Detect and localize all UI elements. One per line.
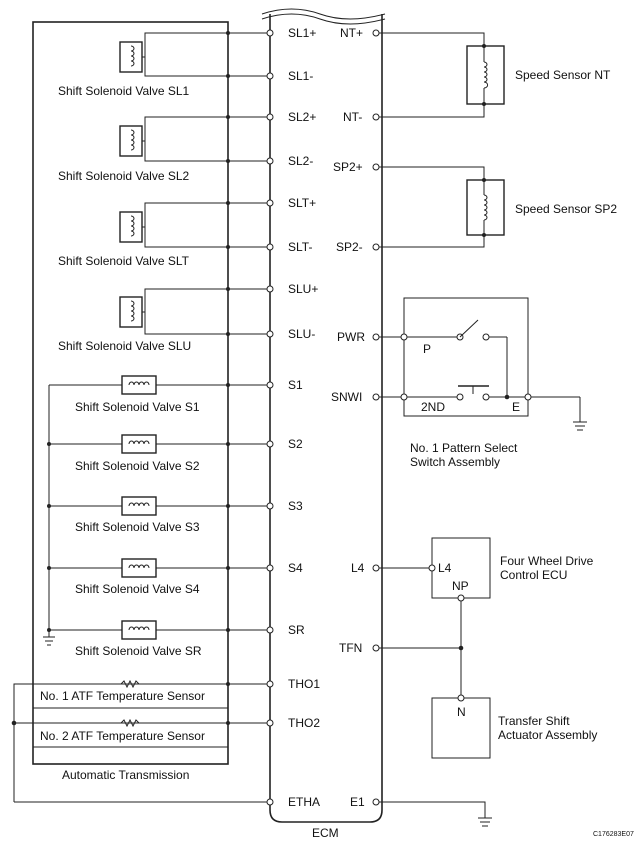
solenoid-s3 — [47, 496, 270, 516]
solenoid-s1 — [49, 375, 270, 395]
label-four-wd-ecu-1: Four Wheel Drive — [500, 554, 594, 568]
pin-slt-minus: SLT- — [288, 240, 312, 254]
switch-terminal-2nd: 2ND — [421, 400, 445, 414]
pin-l4: L4 — [351, 561, 365, 575]
ground-symbol-left — [43, 636, 55, 646]
label-solenoid-sr: Shift Solenoid Valve SR — [75, 644, 202, 658]
atf-temp-sensor-2 — [11, 718, 270, 748]
pin-slt-plus: SLT+ — [288, 196, 316, 210]
pin-s3: S3 — [288, 499, 303, 513]
four-wd-control-ecu — [379, 537, 491, 698]
label-solenoid-sl1: Shift Solenoid Valve SL1 — [58, 84, 190, 98]
label-solenoid-slt: Shift Solenoid Valve SLT — [58, 254, 190, 268]
pin-sl1-plus: SL1+ — [288, 26, 316, 40]
label-solenoid-s4: Shift Solenoid Valve S4 — [75, 582, 200, 596]
label-speed-sensor-nt: Speed Sensor NT — [515, 68, 611, 82]
label-atf-temp-sensor-1: No. 1 ATF Temperature Sensor — [40, 689, 205, 703]
ecm-left-pins — [266, 29, 274, 806]
transmission-label: Automatic Transmission — [62, 768, 189, 782]
label-atf-temp-sensor-2: No. 2 ATF Temperature Sensor — [40, 729, 205, 743]
pin-tho2: THO2 — [288, 716, 320, 730]
pin-sl2-plus: SL2+ — [288, 110, 316, 124]
label-four-wd-ecu-2: Control ECU — [500, 568, 567, 582]
label-solenoid-s3: Shift Solenoid Valve S3 — [75, 520, 200, 534]
solenoid-slu — [119, 287, 270, 336]
solenoid-slt — [119, 201, 270, 249]
label-transfer-actuator-1: Transfer Shift — [498, 714, 570, 728]
label-pattern-switch-2: Switch Assembly — [410, 455, 500, 469]
switch-terminal-p: P — [423, 342, 431, 356]
ground-symbol-switch — [573, 421, 587, 431]
pin-sp2-plus: SP2+ — [333, 160, 363, 174]
pin-sl2-minus: SL2- — [288, 154, 313, 168]
switch-terminal-e: E — [512, 400, 520, 414]
solenoid-sl2 — [119, 115, 270, 163]
solenoid-sl1 — [119, 31, 270, 78]
pin-slu-minus: SLU- — [288, 327, 315, 341]
solenoid-s2 — [47, 434, 270, 454]
pin-slu-plus: SLU+ — [288, 282, 318, 296]
label-transfer-actuator-2: Actuator Assembly — [498, 728, 597, 742]
pin-pwr: PWR — [337, 330, 365, 344]
pin-sr: SR — [288, 623, 305, 637]
pin-snwi: SNWI — [331, 390, 362, 404]
label-solenoid-slu: Shift Solenoid Valve SLU — [58, 339, 191, 353]
ecm-outline — [269, 14, 383, 823]
pin-s4: S4 — [288, 561, 303, 575]
label-speed-sensor-sp2: Speed Sensor SP2 — [515, 202, 617, 216]
pin-sl1-minus: SL1- — [288, 69, 313, 83]
pin-e1: E1 — [350, 795, 365, 809]
solenoid-sr — [47, 620, 270, 640]
label-solenoid-s2: Shift Solenoid Valve S2 — [75, 459, 200, 473]
pin-nt-minus: NT- — [343, 110, 362, 124]
ground-symbol-e1 — [379, 801, 492, 827]
ecm-right-pins — [372, 29, 380, 806]
pin-etha: ETHA — [288, 795, 320, 809]
ecu-terminal-np: NP — [452, 579, 469, 593]
label-solenoid-s1: Shift Solenoid Valve S1 — [75, 400, 200, 414]
label-solenoid-sl2: Shift Solenoid Valve SL2 — [58, 169, 190, 183]
transfer-shift-actuator — [431, 694, 491, 759]
ecu-terminal-l4: L4 — [438, 561, 452, 575]
pattern-select-switch — [379, 297, 581, 422]
pin-s2: S2 — [288, 437, 303, 451]
speed-sensor-sp2 — [379, 166, 505, 248]
pin-sp2-minus: SP2- — [336, 240, 363, 254]
ecm-top-break — [261, 8, 386, 20]
label-pattern-switch-1: No. 1 Pattern Select — [410, 441, 518, 455]
figure-code: C176283E07 — [593, 831, 634, 838]
solenoid-s4 — [47, 558, 270, 578]
pin-tho1: THO1 — [288, 677, 320, 691]
pin-tfn: TFN — [339, 641, 362, 655]
actuator-terminal-n: N — [457, 705, 466, 719]
pin-s1: S1 — [288, 378, 303, 392]
ecm-label: ECM — [312, 826, 339, 840]
pin-nt-plus: NT+ — [340, 26, 363, 40]
speed-sensor-nt — [379, 32, 505, 118]
